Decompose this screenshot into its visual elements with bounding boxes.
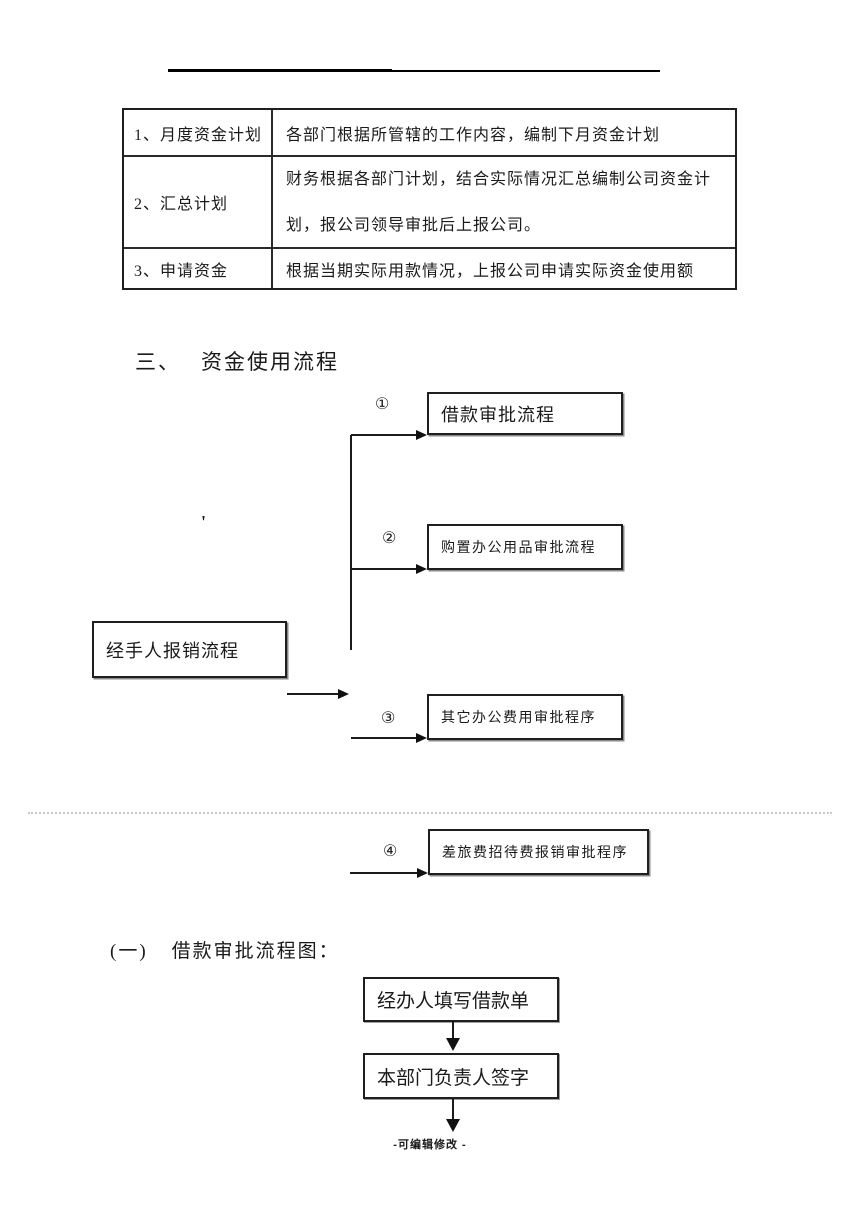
arrow-to-branch-2 — [351, 564, 427, 574]
flow-box-branch-4: 差旅费招待费报销审批程序 — [428, 829, 649, 875]
flow-box-source: 经手人报销流程 — [92, 621, 287, 678]
arrow-step1-to-step2 — [446, 1022, 460, 1051]
table-row-2-desc-line-2: 划，报公司领导审批后上报公司。 — [286, 217, 542, 234]
arrow-to-branch-3 — [351, 733, 427, 743]
sub-heading: (一) 借款审批流程图： — [110, 936, 340, 963]
branch-trunk-vertical-line — [350, 435, 352, 650]
flow-box-branch-2: 购置办公用品审批流程 — [427, 524, 623, 570]
table-row-3-desc: 根据当期实际用款情况，上报公司申请实际资金使用额 — [286, 262, 695, 280]
borrow-flow-step-1: 经办人填写借款单 — [363, 977, 559, 1022]
table-row-3-label: 3、申请资金 — [124, 249, 273, 288]
section-heading-number: 三、 — [135, 350, 181, 374]
top-rule-left-segment — [168, 69, 392, 72]
top-rule-right-segment — [392, 70, 660, 72]
branch-1-circled-number: ① — [375, 396, 390, 413]
footer-note: -可编辑修改 - — [393, 1139, 467, 1151]
table-row-2-label: 2、汇总计划 — [124, 157, 273, 249]
flow-box-branch-1: 借款审批流程 — [427, 392, 623, 435]
table-row-1-label: 1、月度资金计划 — [124, 110, 273, 157]
page-break-dotted-line — [28, 812, 832, 814]
section-heading-title: 资金使用流程 — [201, 350, 339, 374]
branch-2-circled-number: ② — [382, 530, 397, 547]
funding-plan-table: 1、月度资金计划 各部门根据所管辖的工作内容，编制下月资金计划 2、汇总计划 财… — [122, 108, 737, 290]
sub-heading-title: 借款审批流程图： — [171, 941, 340, 962]
section-heading: 三、资金使用流程 — [135, 346, 339, 376]
flow-box-branch-3: 其它办公费用审批程序 — [427, 694, 623, 740]
borrow-flow-step-2: 本部门负责人签字 — [363, 1053, 559, 1099]
branch-3-circled-number: ③ — [381, 710, 396, 727]
arrow-to-branch-1 — [351, 430, 427, 440]
sub-heading-number: (一) — [110, 941, 148, 962]
arrow-from-source-box — [287, 689, 349, 699]
table-row-1-desc: 各部门根据所管辖的工作内容，编制下月资金计划 — [273, 110, 735, 157]
stray-tick-mark: ' — [201, 512, 207, 532]
arrow-step2-down — [446, 1099, 460, 1132]
table-row-2-desc: 财务根据各部门计划，结合实际情况汇总编制公司资金计 划，报公司领导审批后上报公司… — [273, 157, 735, 249]
table-row-2-desc-line-1: 财务根据各部门计划，结合实际情况汇总编制公司资金计 — [286, 171, 712, 188]
branch-4-circled-number: ④ — [383, 843, 398, 860]
arrow-to-branch-4 — [350, 868, 428, 878]
